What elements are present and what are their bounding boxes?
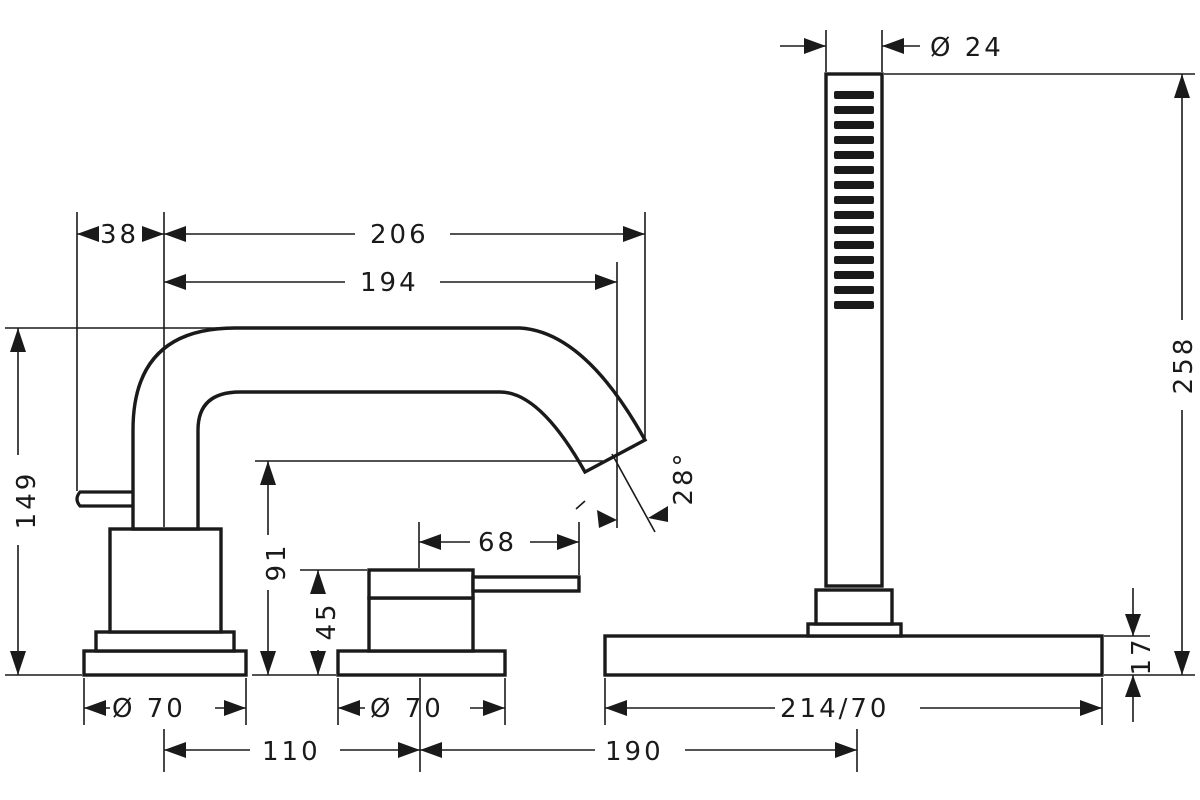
dimension-labels: Ø 24 38 206 194 68 Ø 70 Ø 70 214/70 110 … (12, 33, 1199, 767)
mixer-body (367, 596, 475, 653)
dim-91: 91 (262, 542, 292, 581)
dim-194: 194 (360, 268, 419, 298)
spout-pipe (131, 326, 648, 531)
dim-68: 68 (478, 528, 517, 558)
mixer-cap (367, 568, 475, 600)
dim-diameter-top: Ø 24 (930, 33, 1004, 63)
spout-base-plate (82, 649, 248, 677)
dim-45: 45 (312, 601, 342, 640)
hand-shower (603, 72, 1104, 677)
dim-110: 110 (262, 737, 321, 767)
dim-149: 149 (12, 471, 42, 530)
dim-206: 206 (370, 220, 429, 250)
dim-190: 190 (605, 737, 664, 767)
dim-angle: 28° (669, 450, 699, 505)
dim-258: 258 (1169, 336, 1199, 395)
dim-38: 38 (100, 220, 139, 250)
diverter-knob (75, 490, 133, 508)
dim-214-70: 214/70 (780, 694, 889, 724)
hand-shower-holder-ring (806, 622, 903, 638)
mixer-base-plate (336, 649, 507, 677)
hand-shower-slots (834, 91, 874, 309)
dimension-lines (10, 38, 1190, 758)
hand-shower-holder (814, 588, 894, 626)
dim-diameter-left: Ø 70 (112, 694, 186, 724)
mixer-lever (471, 575, 581, 593)
mixer (336, 568, 581, 677)
hand-shower-base-plate (603, 634, 1104, 677)
dim-diameter-mid: Ø 70 (370, 694, 444, 724)
hand-shower-handle (824, 72, 884, 588)
dim-17: 17 (1127, 636, 1157, 675)
spout (75, 326, 648, 677)
spout-base-ring (94, 630, 236, 653)
spout-body (108, 527, 223, 634)
